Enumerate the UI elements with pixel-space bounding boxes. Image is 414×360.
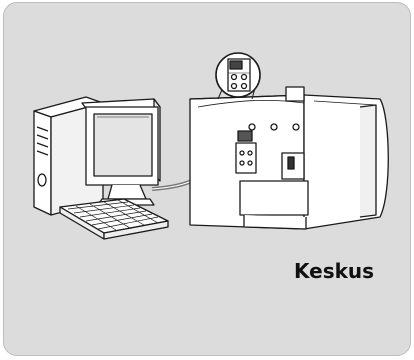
stereo-system-icon	[190, 87, 388, 229]
magnifier-callout-icon	[216, 53, 260, 99]
caption-label: Keskus	[294, 259, 374, 283]
illustration-panel: Keskus	[3, 2, 411, 356]
connection-diagram	[4, 3, 410, 355]
